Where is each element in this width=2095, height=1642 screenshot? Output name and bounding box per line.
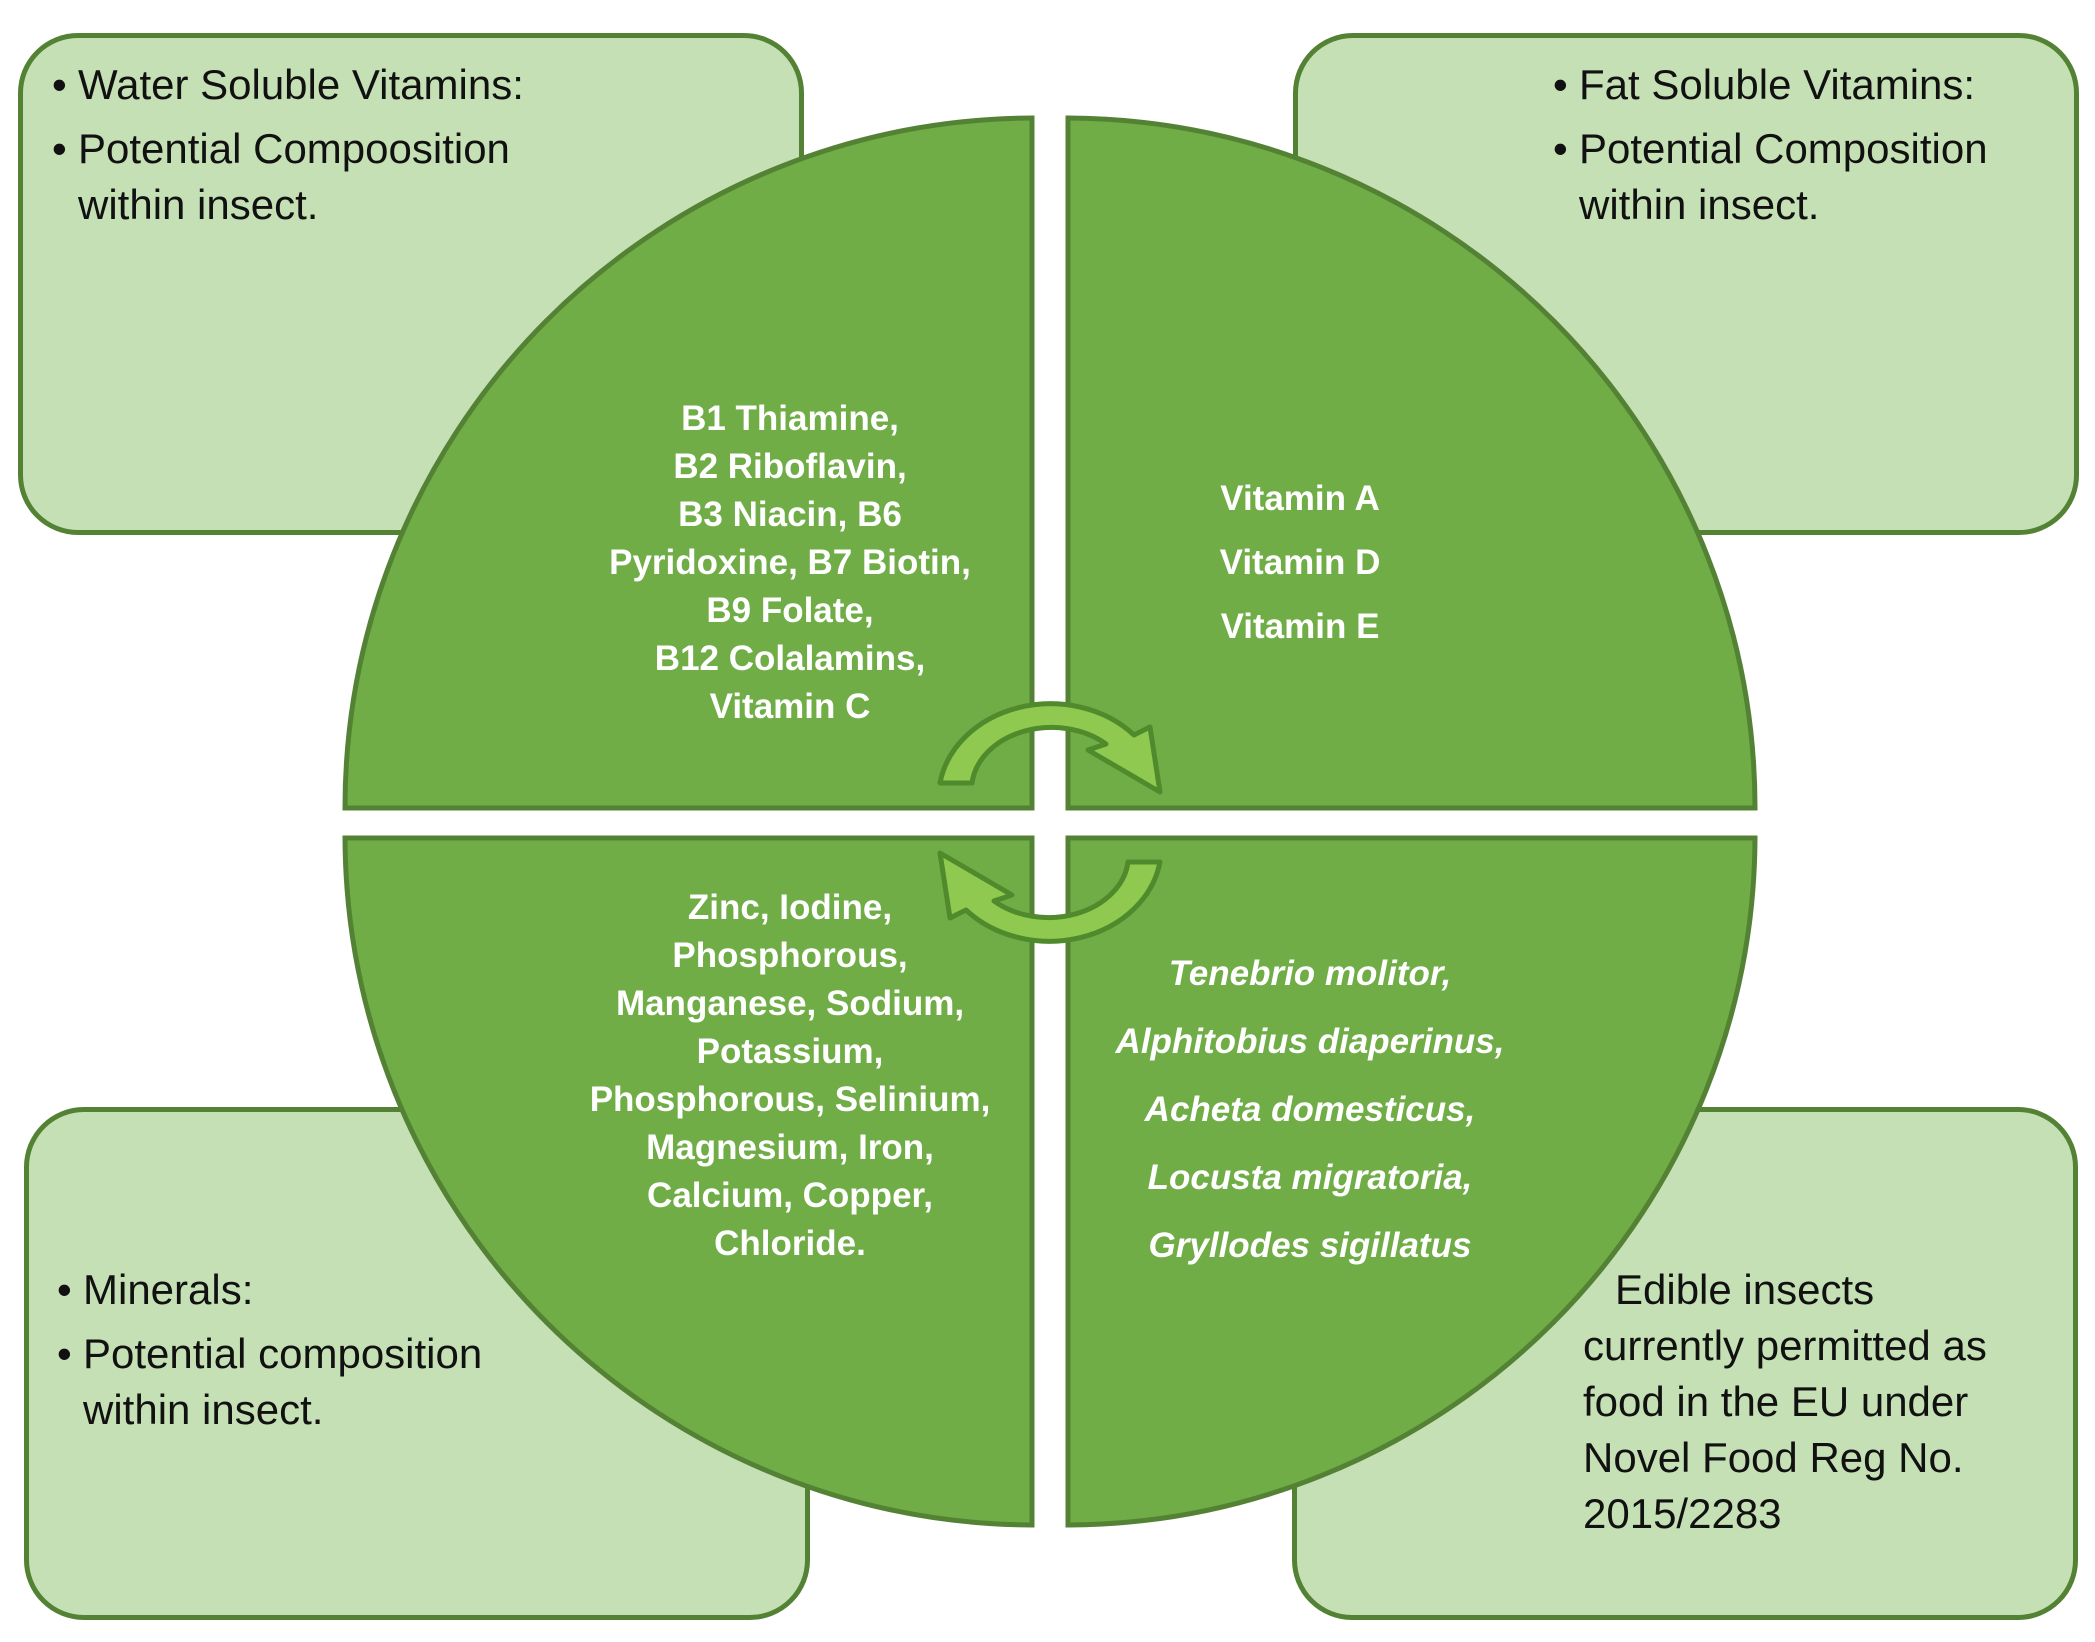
mineral-item: Calcium, Copper, [647,1176,933,1215]
mineral-item: Magnesium, Iron, [646,1128,934,1167]
edible-insects-list: Tenebrio molitor, Alphitobius diaperinus… [1050,940,1570,1280]
vitamin-item: B1 Thiamine, [681,399,899,438]
water-soluble-vitamins-list: B1 Thiamine, B2 Riboflavin, B3 Niacin, B… [540,395,1040,731]
note-bullet-detail: Potential Compoosition within insect. [52,121,552,233]
note-bullet-heading: Water Soluble Vitamins: [52,57,552,113]
note-line: Edible insects [1615,1266,1875,1313]
fat-soluble-vitamins-list: Vitamin A Vitamin D Vitamin E [1100,467,1500,659]
vitamin-item: B9 Folate, [706,591,874,630]
mineral-item: Chloride. [714,1224,866,1263]
note-bullet-heading: Minerals: [57,1262,577,1318]
quadrant-top-left [342,115,1035,811]
note-bullet-heading: Fat Soluble Vitamins: [1553,57,2053,113]
vitamin-item: B3 Niacin, B6 [678,495,902,534]
quadrant-bottom-right [1065,835,1758,1528]
vitamin-item: Vitamin E [1220,607,1380,646]
vitamin-item: Pyridoxine, B7 Biotin, [609,543,971,582]
vitamin-item: B2 Riboflavin, [673,447,907,486]
insect-species: Gryllodes sigillatus [1148,1226,1472,1265]
insect-species: Alphitobius diaperinus, [1115,1022,1505,1061]
minerals-list: Zinc, Iodine, Phosphorous, Manganese, So… [540,884,1040,1268]
curved-arrow-left-icon [937,850,1163,944]
insect-species: Locusta migratoria, [1147,1158,1473,1197]
mineral-item: Zinc, Iodine, [687,888,893,927]
vitamin-item: Vitamin A [1220,479,1380,518]
mineral-item: Manganese, Sodium, [615,984,965,1023]
fat-soluble-note: Fat Soluble Vitamins: Potential Composit… [1553,57,2053,233]
curved-arrow-right-icon [937,701,1163,795]
vitamin-item: Vitamin C [709,687,871,726]
note-line: 2015/2283 [1583,1490,1782,1537]
edible-insects-note: Edible insects currently permitted as fo… [1583,1262,2053,1542]
quadrant-top-right [1065,115,1758,811]
water-soluble-note: Water Soluble Vitamins: Potential Compoo… [52,57,552,233]
note-line: currently permitted as [1583,1322,1987,1369]
minerals-note: Minerals: Potential composition within i… [57,1262,577,1438]
note-bullet-detail: Potential composition within insect. [57,1326,577,1438]
mineral-item: Potassium, [696,1032,884,1071]
note-line: Novel Food Reg No. [1583,1434,1964,1481]
mineral-item: Phosphorous, Selinium, [589,1080,991,1119]
insect-species: Acheta domesticus, [1144,1090,1476,1129]
note-bullet-detail: Potential Composition within insect. [1553,121,2053,233]
vitamin-item: B12 Colalamins, [654,639,926,678]
insect-species: Tenebrio molitor, [1168,954,1452,993]
vitamin-item: Vitamin D [1219,543,1381,582]
note-line: food in the EU under [1583,1378,1969,1425]
mineral-item: Phosphorous, [672,936,908,975]
